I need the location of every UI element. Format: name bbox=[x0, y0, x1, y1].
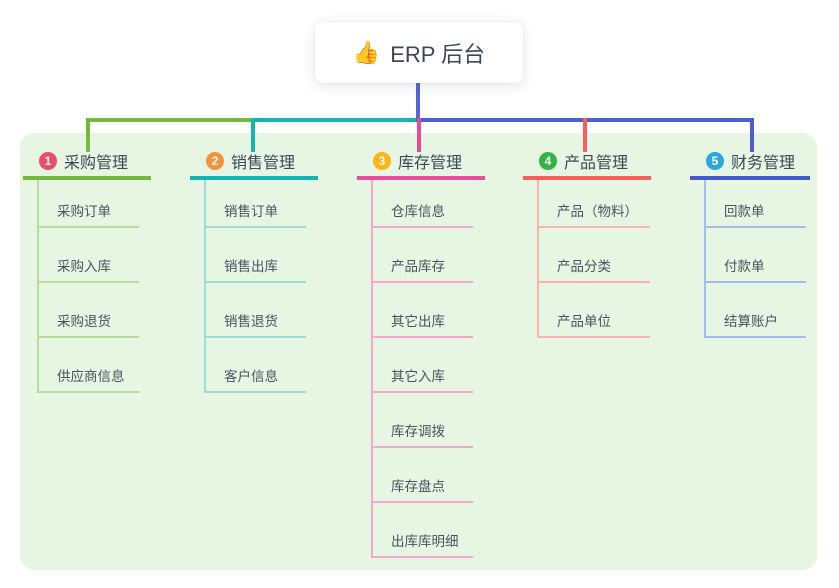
number-badge: 3 bbox=[373, 152, 391, 170]
branch-header-product[interactable]: 4 产品管理 bbox=[523, 146, 651, 180]
drop-line-sales bbox=[251, 118, 255, 152]
branch-title: 销售管理 bbox=[231, 155, 296, 172]
branches-panel bbox=[20, 133, 817, 570]
tree-node[interactable]: 回款单 bbox=[706, 180, 806, 228]
branch-children: 销售订单 销售出库 销售退货 客户信息 bbox=[204, 180, 306, 393]
branch-children: 仓库信息 产品库存 其它出库 其它入库 库存调拨 库存盘点 出库库明细 bbox=[371, 180, 473, 558]
drop-line-product bbox=[583, 118, 587, 152]
tree-node[interactable]: 销售订单 bbox=[206, 180, 306, 228]
branch-title: 采购管理 bbox=[64, 155, 129, 172]
branch-children: 回款单 付款单 结算账户 bbox=[704, 180, 806, 338]
connector-sales bbox=[253, 118, 418, 122]
tree-node[interactable]: 结算账户 bbox=[706, 283, 806, 338]
branch-title: 产品管理 bbox=[564, 155, 629, 172]
connector-purchase bbox=[86, 118, 255, 122]
number-badge: 2 bbox=[206, 152, 224, 170]
tree-node[interactable]: 产品库存 bbox=[373, 228, 473, 283]
tree-node[interactable]: 仓库信息 bbox=[373, 180, 473, 228]
tree-node[interactable]: 供应商信息 bbox=[39, 338, 139, 393]
thumbs-up-icon: 👍 bbox=[352, 39, 381, 65]
branch-header-finance[interactable]: 5 财务管理 bbox=[690, 146, 810, 180]
tree-node[interactable]: 销售退货 bbox=[206, 283, 306, 338]
root-node-label: ERP 后台 bbox=[390, 41, 486, 67]
tree-node[interactable]: 付款单 bbox=[706, 228, 806, 283]
tree-node[interactable]: 库存调拨 bbox=[373, 393, 473, 448]
tree-node[interactable]: 其它入库 bbox=[373, 338, 473, 393]
branch-header-inventory[interactable]: 3 库存管理 bbox=[357, 146, 485, 180]
tree-node[interactable]: 库存盘点 bbox=[373, 448, 473, 503]
branch-title: 库存管理 bbox=[398, 155, 463, 172]
drop-line-purchase bbox=[86, 118, 90, 152]
branch-children: 产品（物料） 产品分类 产品单位 bbox=[537, 180, 650, 338]
number-badge: 4 bbox=[539, 152, 557, 170]
drop-line-finance bbox=[750, 118, 754, 152]
tree-node[interactable]: 采购订单 bbox=[39, 180, 139, 228]
root-stem-line bbox=[416, 83, 420, 119]
branch-header-purchase[interactable]: 1 采购管理 bbox=[23, 146, 151, 180]
tree-node[interactable]: 采购入库 bbox=[39, 228, 139, 283]
tree-node[interactable]: 其它出库 bbox=[373, 283, 473, 338]
tree-node[interactable]: 产品分类 bbox=[539, 228, 650, 283]
tree-node[interactable]: 产品单位 bbox=[539, 283, 650, 338]
number-badge: 5 bbox=[706, 152, 724, 170]
branch-title: 财务管理 bbox=[731, 155, 796, 172]
branch-header-sales[interactable]: 2 销售管理 bbox=[190, 146, 318, 180]
tree-node[interactable]: 采购退货 bbox=[39, 283, 139, 338]
tree-node[interactable]: 销售出库 bbox=[206, 228, 306, 283]
drop-line-inventory bbox=[417, 118, 421, 152]
tree-node[interactable]: 产品（物料） bbox=[539, 180, 650, 228]
tree-node[interactable]: 出库库明细 bbox=[373, 503, 473, 558]
branch-children: 采购订单 采购入库 采购退货 供应商信息 bbox=[37, 180, 139, 393]
tree-node[interactable]: 客户信息 bbox=[206, 338, 306, 393]
number-badge: 1 bbox=[39, 152, 57, 170]
root-node[interactable]: 👍 ERP 后台 bbox=[315, 22, 523, 83]
